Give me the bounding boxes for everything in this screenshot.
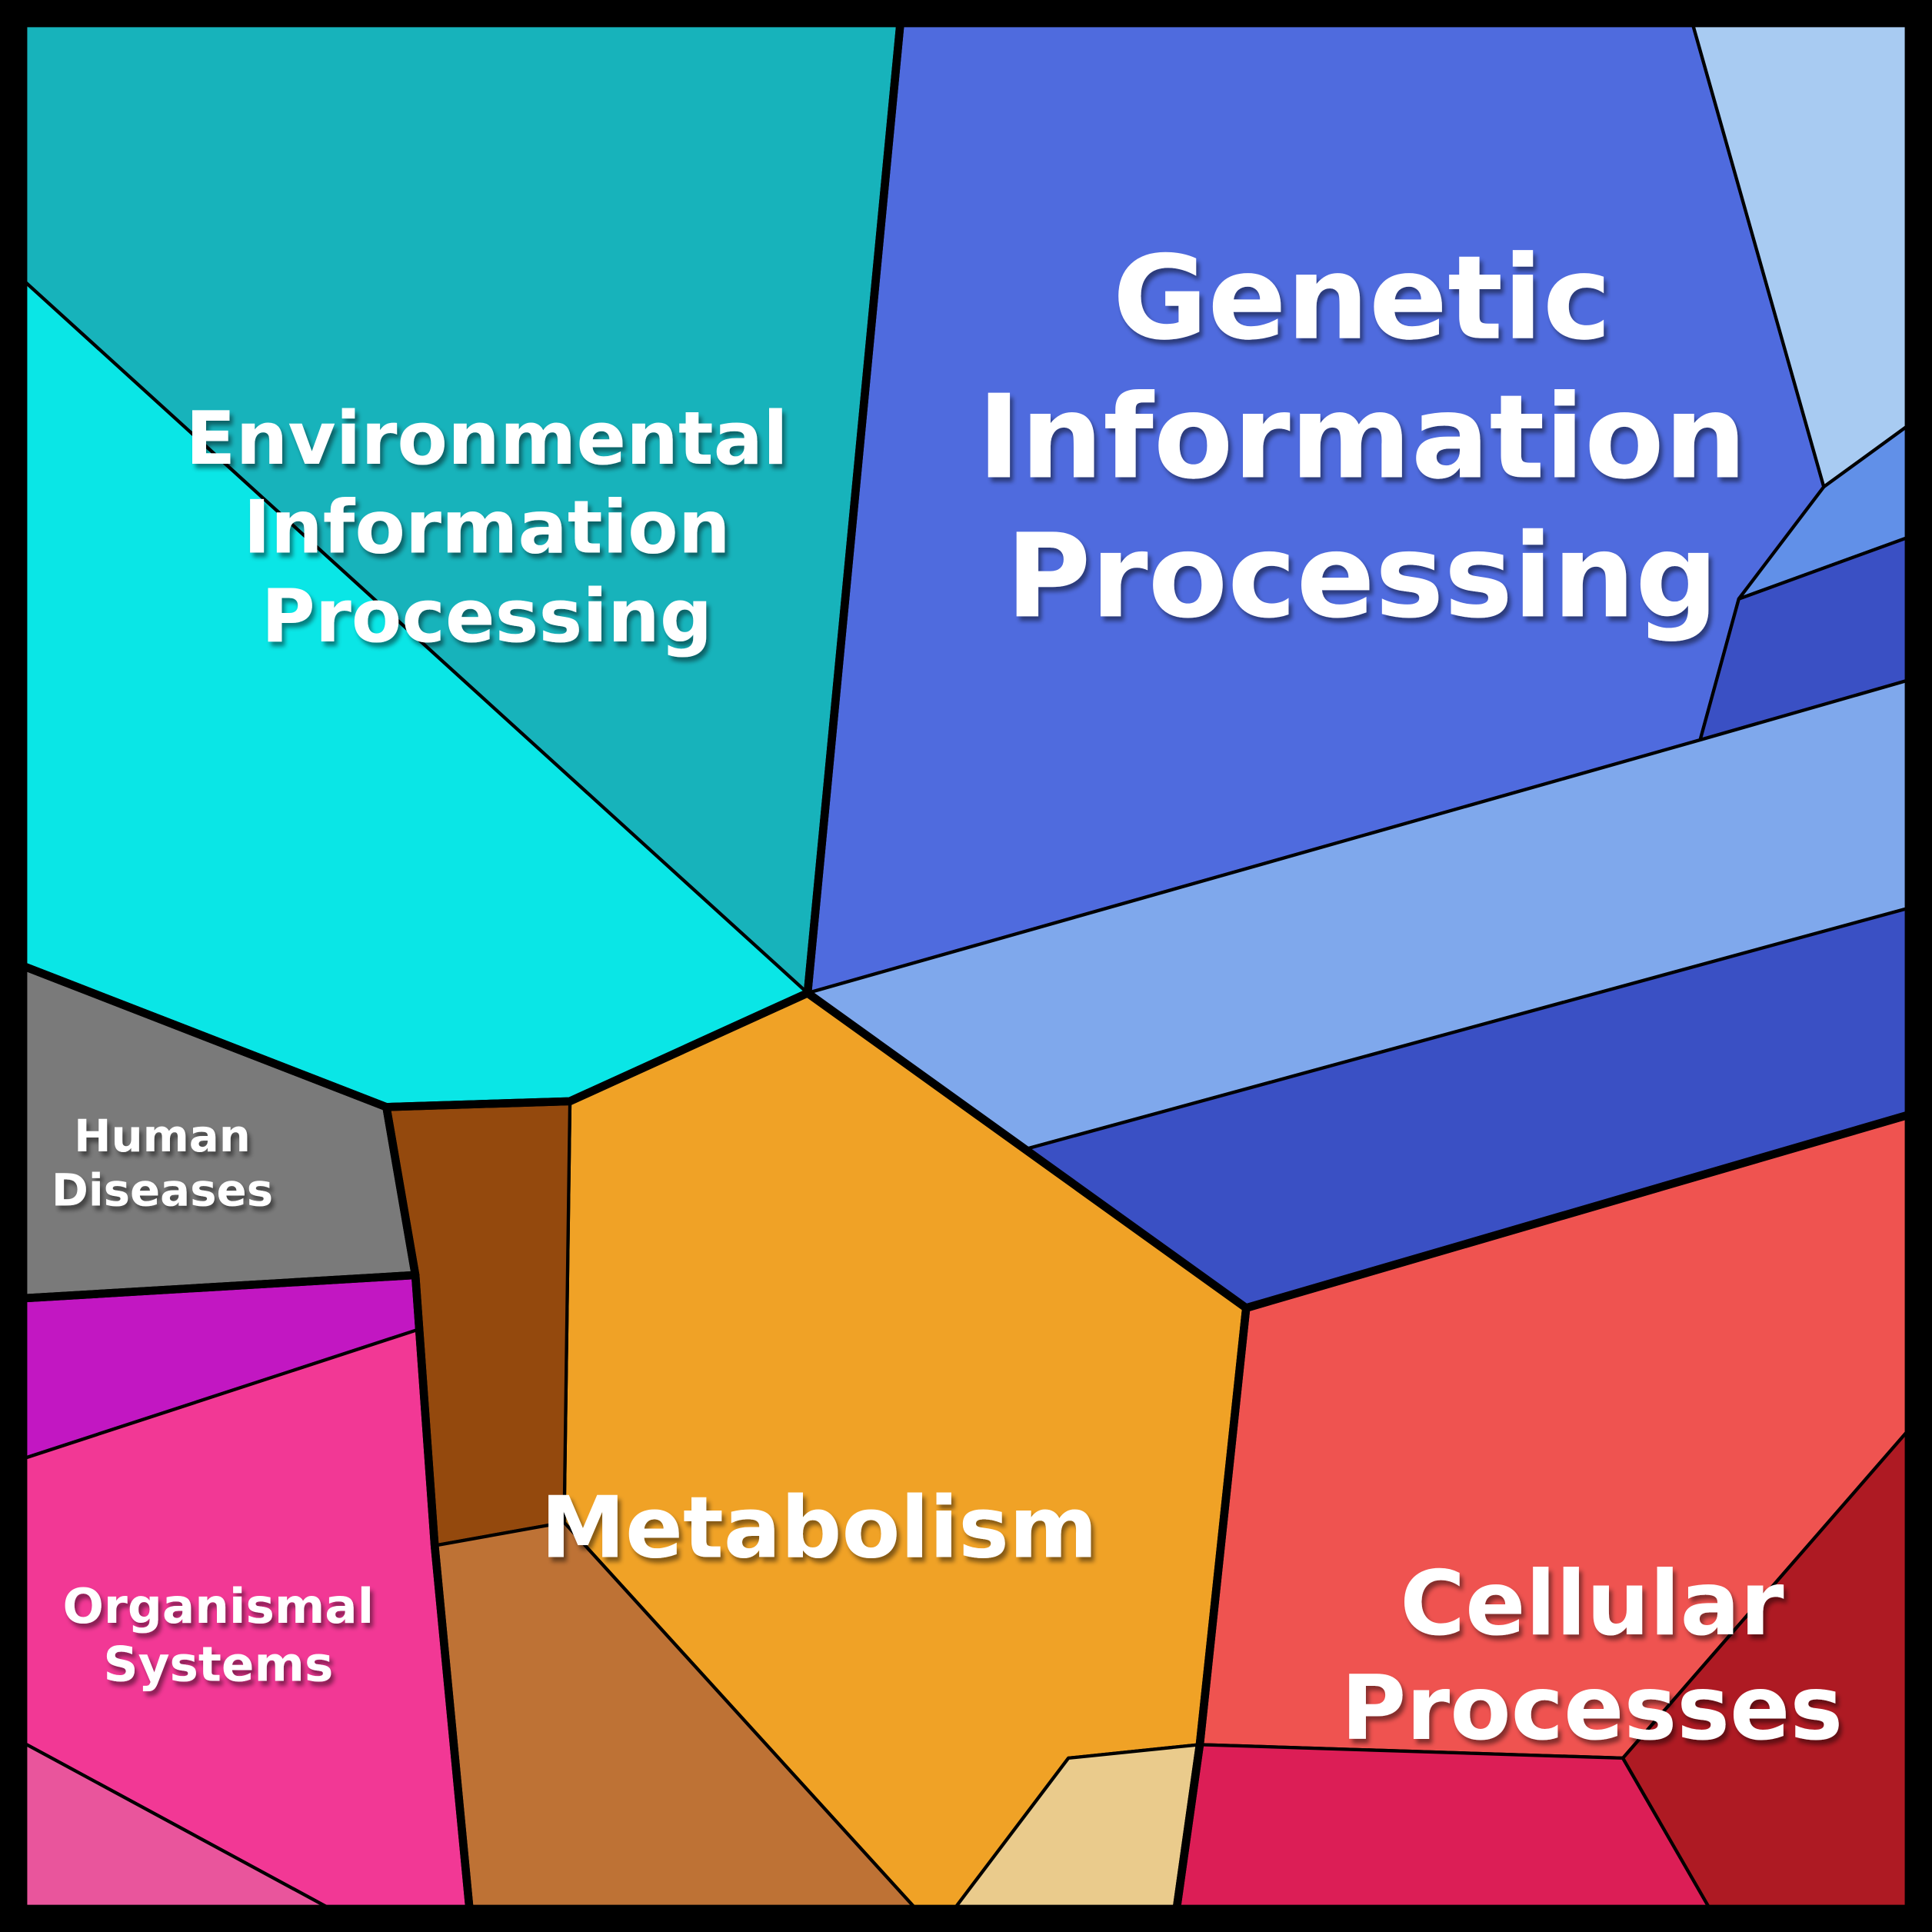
cells-layer (22, 22, 1910, 1910)
